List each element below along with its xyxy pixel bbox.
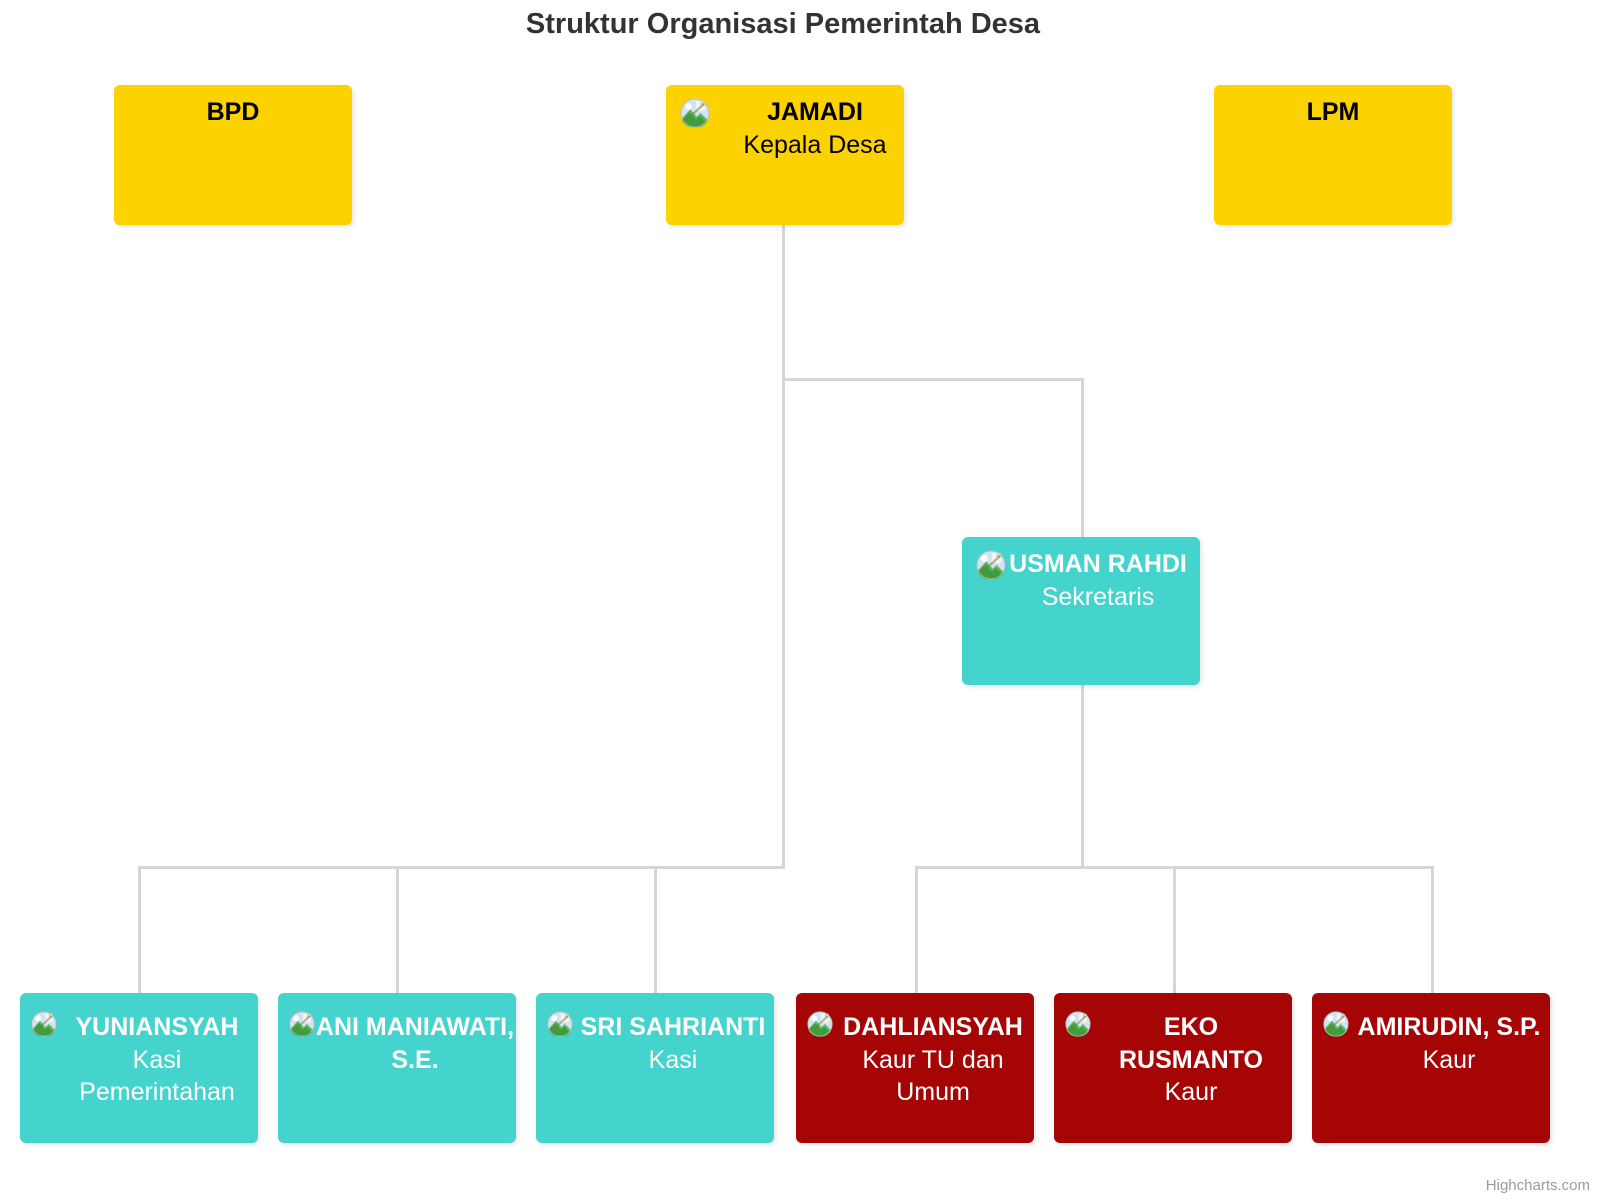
org-node-lpm-text: LPM <box>1214 96 1452 129</box>
link-drop-kasi2 <box>396 866 399 994</box>
link-kasi-bus <box>138 866 785 869</box>
org-node-kasi3-text: SRI SAHRIANTI Kasi <box>536 1011 774 1076</box>
org-node-kasi3[interactable]: SRI SAHRIANTI Kasi <box>536 993 774 1143</box>
org-node-kasi3-inner: SRI SAHRIANTI Kasi <box>536 993 774 1143</box>
org-node-kasi3-name: SRI SAHRIANTI <box>580 1013 766 1041</box>
org-node-kades-inner: JAMADI Kepala Desa <box>666 85 904 225</box>
org-node-lpm-inner: LPM <box>1214 85 1452 225</box>
link-sekretaris-trunk <box>1081 685 1084 869</box>
org-node-kasi3-title: Kasi <box>648 1045 698 1074</box>
broken-image-icon <box>976 550 1006 580</box>
link-drop-kaur3 <box>1431 866 1434 994</box>
link-kades-kasi-trunk <box>782 378 785 868</box>
broken-image-icon <box>807 1011 833 1037</box>
org-node-lpm[interactable]: LPM <box>1214 85 1452 225</box>
link-kades-sekretaris-vertical <box>1081 378 1084 537</box>
broken-image-icon <box>31 1011 57 1037</box>
org-node-kaur3-title: Kaur <box>1422 1045 1476 1074</box>
broken-image-icon <box>289 1011 315 1037</box>
org-node-sekretaris-name: USMAN RAHDI <box>1009 550 1187 578</box>
org-node-kaur2-title: Kaur <box>1164 1078 1218 1106</box>
org-node-kaur3-inner: AMIRUDIN, S.P. Kaur <box>1312 993 1550 1143</box>
highcharts-credit-link[interactable]: Highcharts.com <box>1485 1177 1590 1194</box>
org-node-bpd[interactable]: BPD <box>114 85 352 225</box>
org-node-kaur2-text: EKO RUSMANTO Kaur <box>1054 1011 1292 1109</box>
org-node-kaur3-text: AMIRUDIN, S.P. Kaur <box>1312 1011 1550 1076</box>
org-node-kaur3[interactable]: AMIRUDIN, S.P. Kaur <box>1312 993 1550 1143</box>
broken-image-icon <box>1323 1011 1349 1037</box>
link-drop-kasi1 <box>138 866 141 994</box>
org-node-bpd-text: BPD <box>114 96 352 129</box>
chart-title: Struktur Organisasi Pemerintah Desa <box>525 8 1041 40</box>
org-node-kaur1-title: Kaur TU dan Umum <box>862 1045 1004 1107</box>
org-node-kaur1-inner: DAHLIANSYAH Kaur TU dan Umum <box>796 993 1034 1143</box>
org-node-kasi2-name: ANI MANIAWATI, S.E. <box>315 1013 515 1074</box>
org-node-sekretaris[interactable]: USMAN RAHDI Sekretaris <box>962 537 1200 685</box>
org-node-kasi2[interactable]: ANI MANIAWATI, S.E. <box>278 993 516 1143</box>
org-node-kaur2-name: EKO RUSMANTO <box>1119 1013 1263 1074</box>
link-kades-sekretaris-horizontal <box>782 378 1084 381</box>
org-node-kades-text: JAMADI Kepala Desa <box>666 96 904 161</box>
org-node-lpm-name: LPM <box>1306 98 1360 126</box>
org-node-kasi1-inner: YUNIANSYAH Kasi Pemerintahan <box>20 993 258 1143</box>
link-drop-kasi3 <box>654 866 657 994</box>
org-node-kaur3-name: AMIRUDIN, S.P. <box>1357 1013 1541 1041</box>
org-node-bpd-inner: BPD <box>114 85 352 225</box>
org-node-kasi2-text: ANI MANIAWATI, S.E. <box>278 1011 516 1076</box>
org-node-kaur1-text: DAHLIANSYAH Kaur TU dan Umum <box>796 1011 1034 1109</box>
org-node-kades[interactable]: JAMADI Kepala Desa <box>666 85 904 225</box>
org-node-kasi1-title: Kasi Pemerintahan <box>79 1045 235 1107</box>
org-node-sekretaris-inner: USMAN RAHDI Sekretaris <box>962 537 1200 685</box>
org-node-kaur2[interactable]: EKO RUSMANTO Kaur <box>1054 993 1292 1143</box>
org-node-bpd-name: BPD <box>206 98 260 126</box>
org-node-kades-title: Kepala Desa <box>743 130 887 159</box>
link-kades-trunk <box>782 225 785 381</box>
org-node-kaur1-name: DAHLIANSYAH <box>843 1013 1023 1041</box>
org-node-kaur2-inner: EKO RUSMANTO Kaur <box>1054 993 1292 1143</box>
org-node-kasi2-inner: ANI MANIAWATI, S.E. <box>278 993 516 1143</box>
org-node-kasi1-text: YUNIANSYAH Kasi Pemerintahan <box>20 1011 258 1109</box>
link-drop-kaur1 <box>915 866 918 994</box>
org-node-kasi1[interactable]: YUNIANSYAH Kasi Pemerintahan <box>20 993 258 1143</box>
org-node-kaur1[interactable]: DAHLIANSYAH Kaur TU dan Umum <box>796 993 1034 1143</box>
org-node-kasi1-name: YUNIANSYAH <box>75 1013 239 1041</box>
org-node-sekretaris-title: Sekretaris <box>1041 582 1155 611</box>
org-node-kades-name: JAMADI <box>767 98 863 126</box>
broken-image-icon <box>680 98 710 128</box>
broken-image-icon <box>1065 1011 1091 1037</box>
broken-image-icon <box>547 1011 573 1037</box>
link-drop-kaur2 <box>1173 866 1176 994</box>
org-node-sekretaris-text: USMAN RAHDI Sekretaris <box>962 548 1200 613</box>
